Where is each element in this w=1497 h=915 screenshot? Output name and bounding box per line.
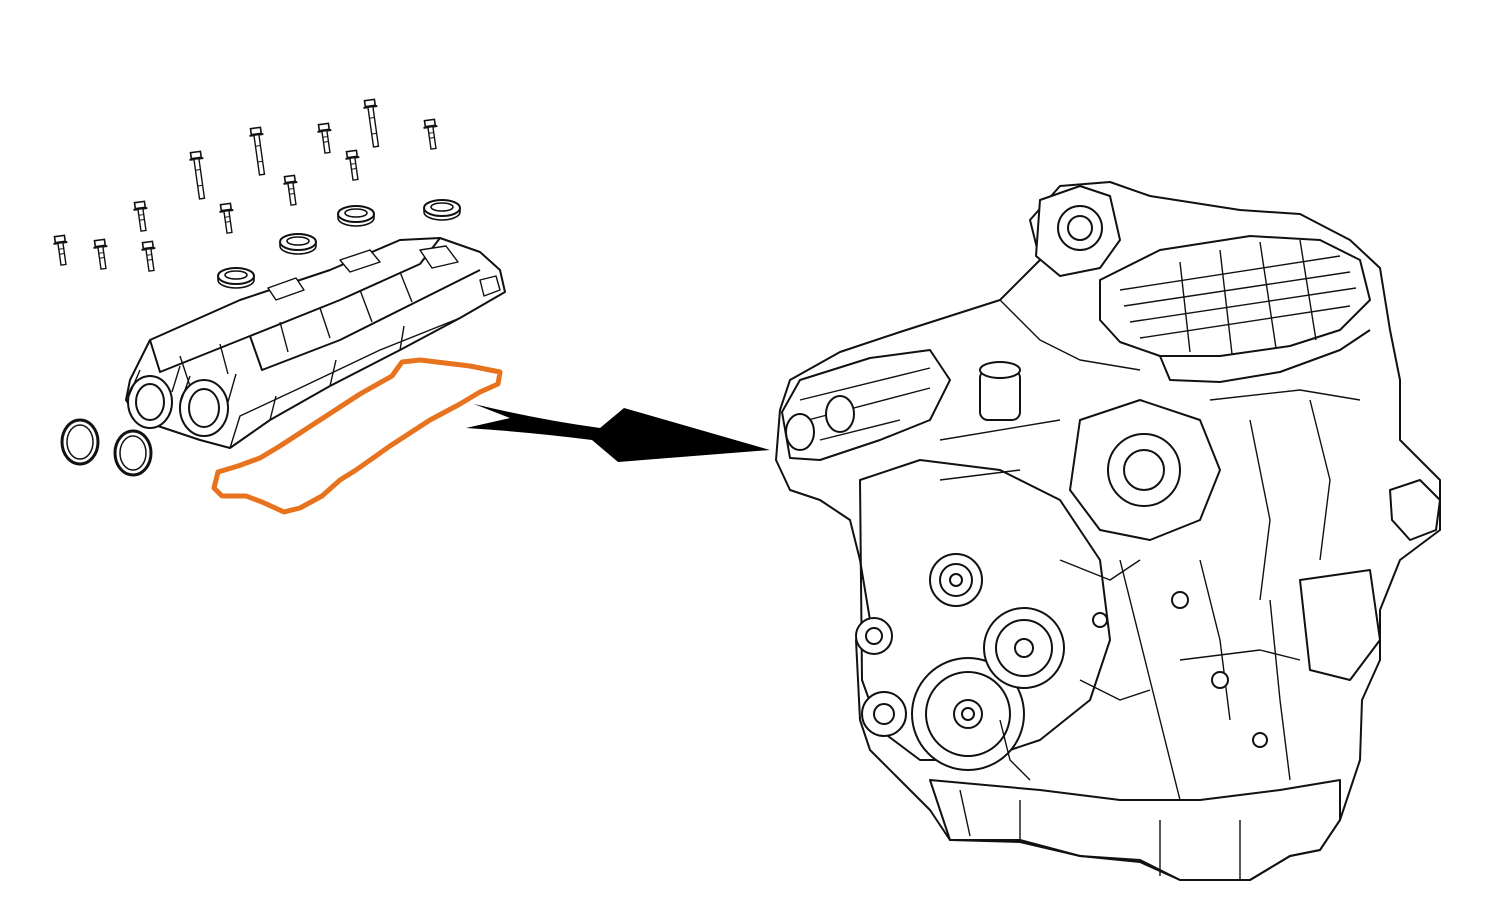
bolt-icon [187, 150, 210, 201]
bolt-icon [315, 122, 336, 155]
seal-ring-icon [337, 205, 375, 227]
bolt-icon [217, 202, 238, 235]
bolt-icon [421, 118, 442, 151]
crank-pulley [911, 657, 1025, 771]
bolt-icon [361, 98, 384, 149]
o-ring-icon [113, 429, 153, 477]
engine-icon [775, 181, 1441, 881]
seal-ring-icon [423, 199, 461, 221]
bolt-set [51, 98, 442, 273]
small-pulley [855, 617, 893, 655]
o-ring-set [60, 418, 153, 477]
valve-cover-icon [125, 237, 506, 449]
bolt-icon [281, 174, 302, 207]
seal-ring-icon [217, 267, 255, 289]
bolt-icon [51, 234, 72, 267]
bolt-icon [247, 126, 270, 177]
tensioner-pulley [861, 691, 907, 737]
idler-pulley [929, 553, 983, 607]
seal-ring-icon [279, 233, 317, 255]
o-ring-icon [60, 418, 100, 466]
bolt-icon [139, 240, 160, 273]
bolt-icon [91, 238, 112, 271]
bolt-icon [131, 200, 152, 233]
arrow-right-icon [466, 404, 770, 462]
gasket-icon [211, 357, 503, 515]
water-pump-pulley [983, 607, 1065, 689]
bolt-icon [343, 149, 364, 182]
